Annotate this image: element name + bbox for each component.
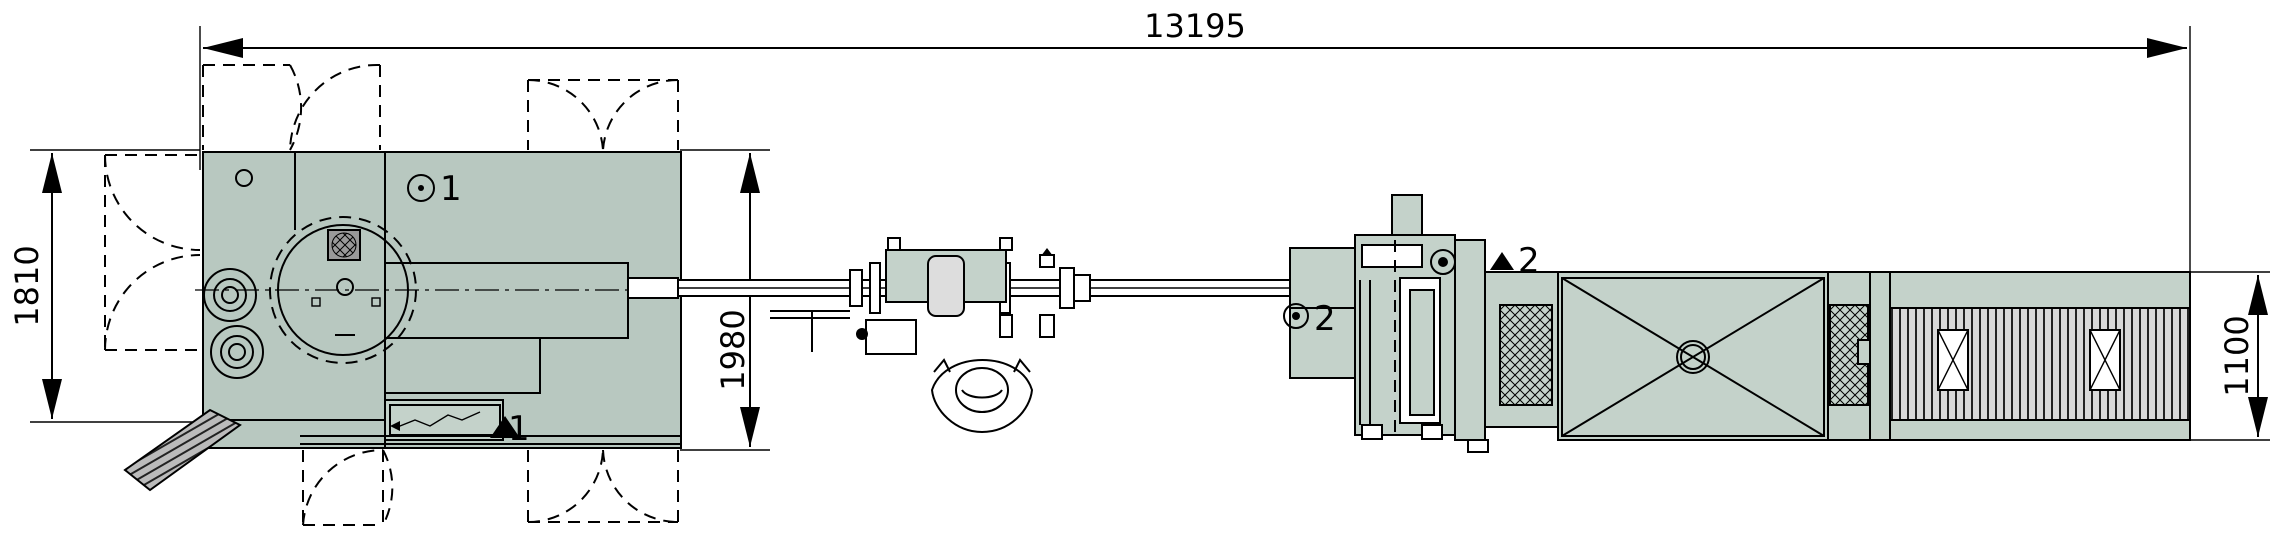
dimension-enclosure-depth: 1980 (680, 149, 770, 451)
transfer-shaft (627, 262, 1379, 314)
dimension-overall-length: 13195 (199, 7, 2191, 272)
marker-1-bottom-label: 1 (508, 409, 530, 449)
dimension-overall-length-label: 13195 (1144, 7, 1246, 45)
filter-block (1484, 271, 1561, 428)
marker-1-top-label: 1 (440, 169, 462, 209)
secondary-filter (1827, 271, 1891, 441)
marker-2-left-label: 2 (1314, 299, 1336, 339)
discharge-chute (123, 408, 242, 492)
main-enclosure: 1 (195, 151, 682, 449)
operator-station (770, 237, 1055, 355)
dimension-enclosure-depth-label: 1980 (714, 309, 752, 390)
transfer-unit: 2 2 (1283, 194, 1540, 453)
dimension-machine-width: 1810 (8, 149, 230, 423)
dimension-conveyor-width-label: 1100 (2218, 315, 2256, 396)
marker-1-symbol (407, 174, 435, 202)
output-conveyor (1889, 271, 2191, 441)
door-swing-arcs (104, 63, 679, 526)
main-chamber (1557, 271, 1829, 441)
operator-figure (930, 358, 1034, 434)
dimension-machine-width-label: 1810 (8, 245, 46, 326)
dimension-conveyor-width: 1100 (2190, 271, 2270, 441)
